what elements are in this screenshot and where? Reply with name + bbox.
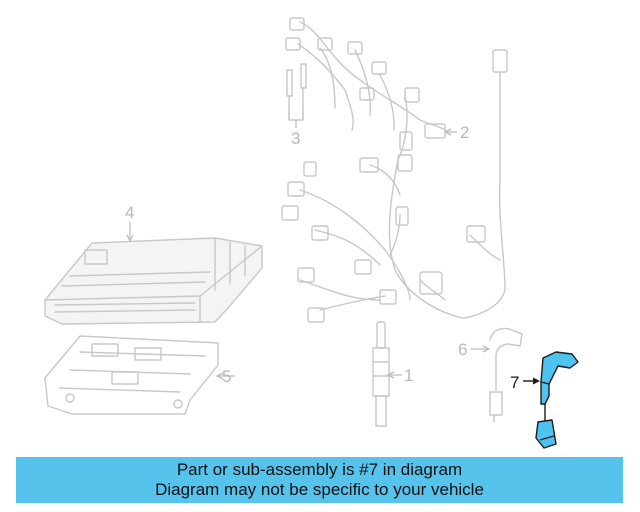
callout-6: 6 [458,340,467,359]
callout-2: 2 [460,123,469,142]
banner-line-part-number: Part or sub-assembly is #7 in diagram [176,460,463,479]
engine-wiring-harness [281,17,508,323]
banner-line-disclaimer: Diagram may not be specific to your vehi… [155,480,484,499]
glow-plug [372,321,390,427]
leader-lines [126,110,540,385]
callout-1: 1 [404,366,413,385]
callout-7: 7 [510,373,519,392]
harness-relays [286,63,307,111]
ecm-mounting-bracket [44,335,219,415]
crankshaft-position-sensor [535,351,579,449]
callout-4: 4 [125,203,134,222]
callout-3: 3 [291,129,300,148]
engine-control-module [44,237,263,325]
info-banner: Part or sub-assembly is #7 in diagram Di… [16,457,623,503]
callout-5: 5 [222,367,231,386]
camshaft-sensor [489,327,523,423]
parts-diagram: 4 5 1 2 3 6 7 [44,17,579,449]
